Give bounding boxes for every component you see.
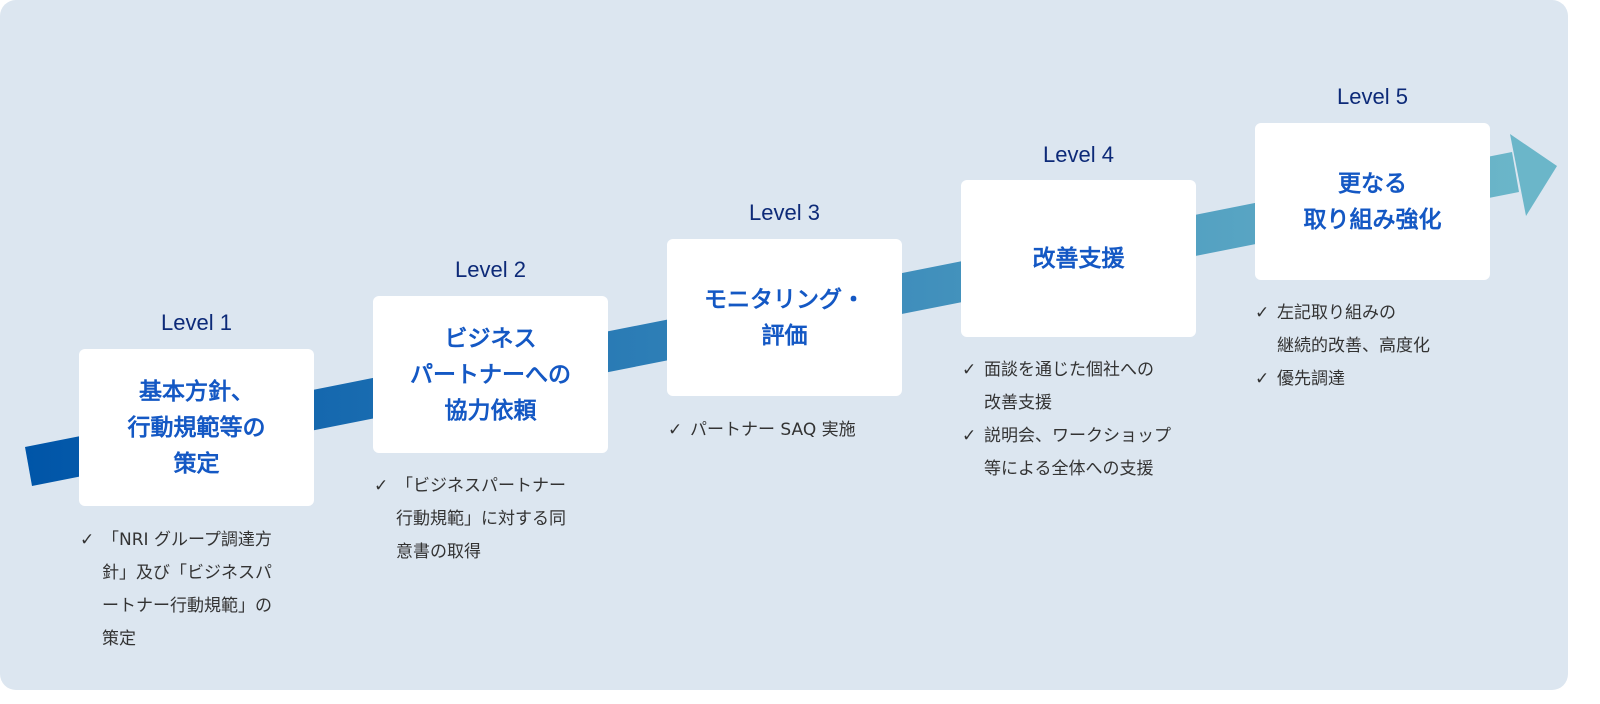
list-item: ✓優先調達: [1255, 363, 1505, 396]
level-2-title: ビジネス パートナーへの 協力依頼: [410, 325, 571, 424]
level-5-title: 更なる 取り組み強化: [1303, 170, 1442, 233]
level-3-box: モニタリング・ 評価: [667, 239, 902, 396]
list-item: ✓説明会、ワークショップ 等による全体への支援: [962, 420, 1212, 486]
check-icon: ✓: [1255, 369, 1270, 389]
arrow-head: [1510, 134, 1557, 216]
list-item: ✓「ビジネスパートナー 行動規範」に対する同 意書の取得: [374, 470, 624, 569]
check-icon: ✓: [80, 530, 95, 550]
level-1-label: Level 1: [161, 310, 232, 335]
level-3-title: モニタリング・ 評価: [704, 286, 865, 349]
list-item: ✓パートナー SAQ 実施: [668, 414, 918, 447]
level-1-title: 基本方針、 行動規範等の 策定: [127, 378, 266, 477]
level-4-box: 改善支援: [961, 180, 1196, 337]
level-4-label: Level 4: [1043, 142, 1114, 167]
level-5-label: Level 5: [1337, 84, 1408, 109]
level-2-label: Level 2: [455, 257, 526, 282]
level-5-box: 更なる 取り組み強化: [1255, 123, 1490, 280]
level-4-title: 改善支援: [1032, 245, 1125, 272]
list-item: ✓左記取り組みの 継続的改善、高度化: [1255, 297, 1505, 363]
list-item: ✓面談を通じた個社への 改善支援: [962, 354, 1212, 420]
check-icon: ✓: [1255, 303, 1270, 323]
check-icon: ✓: [668, 420, 683, 440]
level-3-label: Level 3: [749, 200, 820, 225]
level-2-box: ビジネス パートナーへの 協力依頼: [373, 296, 608, 453]
check-icon: ✓: [962, 360, 977, 380]
level-5-desc: ✓左記取り組みの 継続的改善、高度化 ✓優先調達: [1255, 297, 1505, 396]
check-icon: ✓: [962, 426, 977, 446]
level-2-desc: ✓「ビジネスパートナー 行動規範」に対する同 意書の取得: [374, 470, 624, 569]
check-icon: ✓: [374, 476, 389, 496]
level-3-desc: ✓パートナー SAQ 実施: [668, 414, 918, 447]
level-1-box: 基本方針、 行動規範等の 策定: [79, 349, 314, 506]
level-4-desc: ✓面談を通じた個社への 改善支援 ✓説明会、ワークショップ 等による全体への支援: [962, 354, 1212, 486]
level-1-desc: ✓「NRI グループ調達方 針」及び「ビジネスパ ートナー行動規範」の 策定: [80, 524, 330, 656]
list-item: ✓「NRI グループ調達方 針」及び「ビジネスパ ートナー行動規範」の 策定: [80, 524, 330, 656]
